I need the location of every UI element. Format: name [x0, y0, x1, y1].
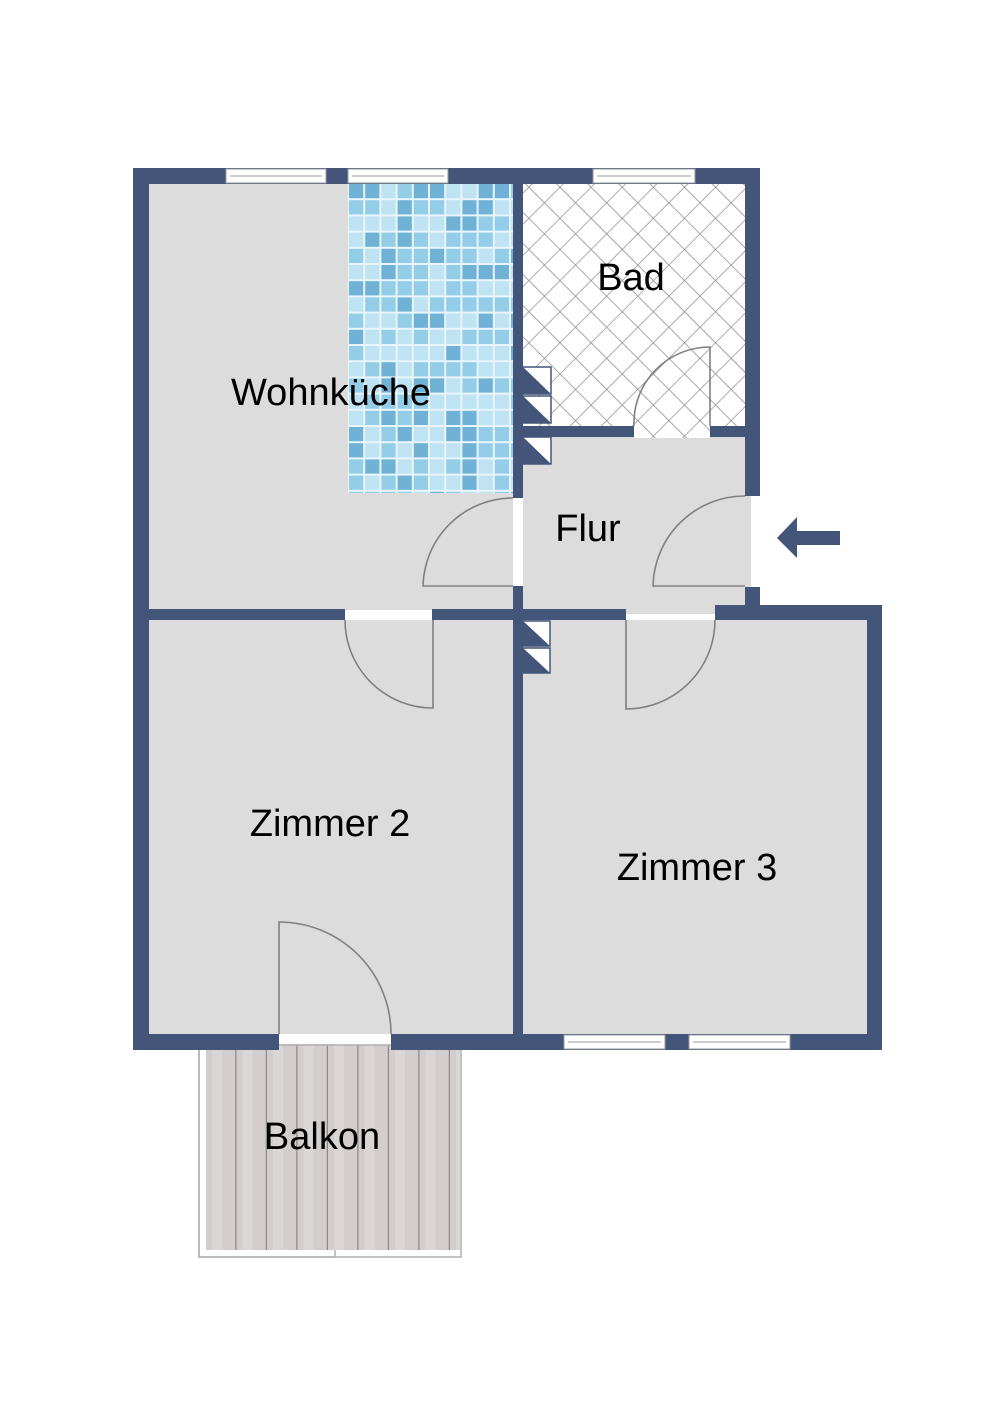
room-label-flur: Flur — [555, 508, 621, 550]
bad-door-floor — [634, 424, 710, 438]
arrow-left-icon — [777, 517, 840, 558]
door-zimmer3[interactable] — [625, 619, 716, 710]
wall-kitchen-zimmer2-right — [432, 609, 523, 620]
zimmer2-floor — [148, 620, 513, 1034]
wall-middle-lower — [513, 586, 523, 1050]
shaft-marker — [522, 647, 551, 674]
doors — [278, 346, 746, 1035]
flur-floor — [523, 436, 751, 614]
room-labels: Wohnküche Bad Flur Zimmer 2 Zimmer 3 Bal… — [231, 257, 777, 1158]
wall-bad-bottom-left — [513, 426, 634, 437]
window — [347, 168, 449, 184]
balcony — [198, 1044, 462, 1258]
kitchen-mosaic-tiles — [348, 183, 513, 493]
wall-entrance-stub — [745, 587, 760, 620]
room-label-wohnkueche: Wohnküche — [231, 372, 431, 414]
wall-kitchen-zimmer2-left — [133, 609, 345, 620]
window — [688, 1034, 791, 1050]
wall-bad-right — [745, 168, 760, 496]
door-bad[interactable] — [633, 346, 711, 427]
room-label-zimmer3: Zimmer 3 — [617, 847, 777, 889]
wall-bad-bottom-right — [710, 426, 760, 437]
shaft-marker — [522, 366, 552, 395]
wall-flur-zimmer3-left — [513, 609, 626, 620]
wall-bottom-left — [133, 1034, 279, 1050]
room-label-balkon: Balkon — [264, 1116, 380, 1158]
shaft-marker — [522, 436, 552, 465]
window — [592, 168, 696, 184]
bad-floor — [523, 183, 745, 426]
door-balcony[interactable] — [278, 921, 392, 1035]
wall-zimmer3-right — [867, 605, 882, 1050]
balcony-wood-floor — [206, 1045, 330, 1250]
wall-flur-zimmer3-right — [715, 605, 882, 620]
door-entrance[interactable] — [652, 495, 746, 587]
shaft-marker — [522, 395, 552, 424]
window — [563, 1034, 666, 1050]
balcony-outline — [198, 1044, 462, 1258]
zimmer3-floor — [523, 620, 867, 1034]
shaft-marker — [522, 620, 551, 647]
windows — [225, 168, 791, 1050]
door-kitchen[interactable] — [422, 497, 514, 587]
wall-middle-upper — [513, 183, 523, 498]
shaft-markers — [522, 366, 552, 674]
door-zimmer2[interactable] — [344, 619, 434, 709]
window — [225, 168, 327, 184]
balcony-wood-floor-right — [330, 1045, 460, 1250]
room-label-zimmer2: Zimmer 2 — [250, 803, 410, 845]
room-label-bad: Bad — [597, 257, 665, 299]
